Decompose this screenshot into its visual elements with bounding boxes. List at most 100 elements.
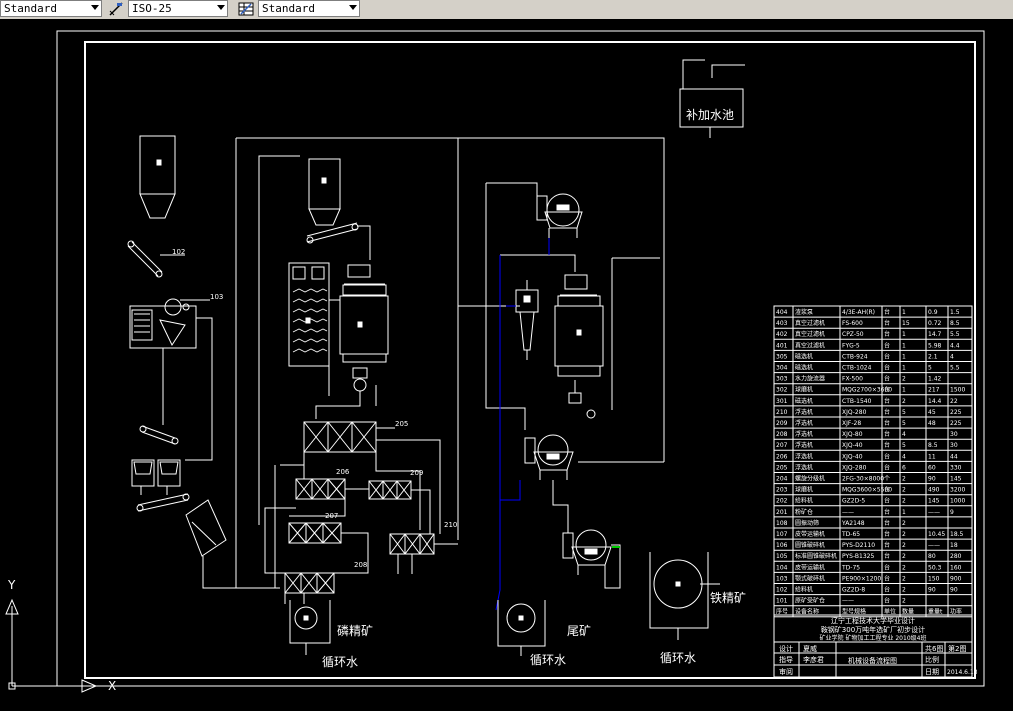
table-cell: 浮选机 [795, 408, 813, 416]
hydrocyclone [515, 280, 539, 360]
conveyor-107 [136, 493, 190, 512]
table-cell: 1000 [950, 498, 965, 505]
dim-style-icon[interactable] [108, 1, 124, 17]
table-cell: 台 [884, 452, 890, 460]
text-style-select[interactable]: Standard [0, 0, 102, 17]
table-cell: FYG-5 [842, 342, 860, 349]
table-cell: 45 [928, 409, 936, 416]
table-style-select[interactable]: Standard [258, 0, 360, 17]
label-205: 205 [395, 420, 408, 428]
title-project: 鞍钢矿300万吨年选矿厂初步设计 [821, 625, 925, 634]
table-cell: 给料机 [795, 586, 813, 594]
tb-sheet-no: 第2图 [948, 644, 966, 653]
ucs-icon [5, 598, 98, 693]
table-cell: 404 [776, 309, 788, 316]
table-cell: 给料机 [795, 497, 813, 505]
table-cell: 真空过滤机 [795, 319, 825, 327]
table-cell: 颚式破碎机 [795, 574, 825, 582]
table-cell: 台 [884, 419, 890, 427]
tb-guide-name: 李彦君 [803, 655, 824, 664]
chevron-down-icon [217, 5, 225, 10]
table-cell: 浮选机 [795, 430, 813, 438]
phosphate-concentrate-label: 磷精矿 [337, 623, 373, 638]
table-cell: 60 [928, 464, 936, 471]
table-cell: 108 [776, 520, 788, 527]
iron-concentrate-label: 铁精矿 [710, 591, 746, 605]
tb-designer: 夏威 [803, 644, 817, 653]
table-cell: 6 [902, 464, 906, 471]
table-cell: 490 [928, 487, 940, 494]
water-pool-label: 补加水池 [686, 108, 734, 122]
table-cell: 台 [884, 397, 890, 405]
table-cell: 30 [950, 431, 958, 438]
table-cell: 2.1 [928, 353, 938, 360]
table-cell: 10.45 [928, 531, 945, 538]
table-cell: 18 [950, 542, 958, 549]
table-cell: 2 [902, 376, 906, 383]
table-cell: 1 [902, 353, 906, 360]
table-cell: YA2148 [841, 520, 865, 527]
table-cell: 球磨机 [795, 486, 813, 494]
fine-ore-bin [308, 158, 341, 226]
table-cell: 107 [776, 531, 788, 538]
table-cell: 真空过滤机 [795, 330, 825, 338]
dim-style-select[interactable]: ISO-25 [128, 0, 228, 17]
table-cell: 4 [950, 353, 954, 360]
table-cell: 浮选机 [795, 452, 813, 460]
table-cell: XJQ-40 [842, 453, 863, 460]
recycle-water-2-label: 循环水 [530, 653, 566, 667]
label-102: 102 [172, 248, 185, 256]
table-cell: 圆振动筛 [795, 519, 819, 527]
ucs-y: Y [7, 578, 16, 592]
table-cell: 5.5 [950, 365, 960, 372]
table-cell: 台 [884, 375, 890, 383]
table-cell: 2 [902, 564, 906, 571]
table-cell: 2 [902, 587, 906, 594]
table-cell: 5 [902, 409, 906, 416]
table-cell: 浮选机 [795, 463, 813, 471]
text-style-value: Standard [4, 2, 57, 15]
table-cell: 台 [884, 408, 890, 416]
styles-toolbar: Standard ISO-25 Standard [0, 0, 1013, 20]
table-cell: 1500 [950, 387, 965, 394]
ball-mill-302 [554, 274, 604, 419]
feeder-202 [306, 222, 371, 260]
table-style-icon[interactable] [238, 1, 254, 17]
tb-sheet-total: 共6图 [925, 644, 943, 653]
table-cell: 14.7 [928, 331, 942, 338]
table-cell: GZ2D-8 [842, 587, 865, 594]
table-cell: GZ2D-5 [842, 498, 865, 505]
table-cell: 台 [884, 386, 890, 394]
table-cell: 2 [902, 542, 906, 549]
table-cell: 数量 [902, 608, 914, 616]
table-cell: 2 [902, 476, 906, 483]
table-cell: 台 [884, 319, 890, 327]
table-cell: 4/3E-AH(R) [842, 309, 875, 316]
label-210: 210 [444, 521, 457, 529]
spiral-classifier [288, 262, 330, 367]
table-cell: 8.5 [928, 442, 938, 449]
table-cell: 22 [950, 398, 958, 405]
table-cell: 2 [902, 553, 906, 560]
table-cell: 真空过滤机 [795, 341, 825, 349]
table-cell: 2 [902, 531, 906, 538]
table-cell: 5 [902, 442, 906, 449]
ball-mill-203 [339, 264, 389, 392]
table-cell: 台 [884, 552, 890, 560]
drawing-canvas[interactable]: 补加水池 102 103 [0, 19, 1013, 707]
table-cell: 1 [902, 342, 906, 349]
table-cell: 104 [776, 564, 788, 571]
table-cell: 302 [776, 387, 788, 394]
phosphate-filter [289, 600, 331, 655]
table-cell: 设备名称 [795, 608, 819, 616]
table-cell: 50.3 [928, 564, 942, 571]
table-cell: —— [842, 509, 854, 516]
tb-review: 审阅 [779, 667, 793, 676]
tailings-label: 尾矿 [567, 624, 591, 638]
table-cell: 2 [902, 520, 906, 527]
table-cell: 14.4 [928, 398, 942, 405]
table-cell: 圆锥破碎机 [795, 541, 825, 549]
table-cell: 101 [776, 598, 788, 605]
table-cell: 217 [928, 387, 940, 394]
